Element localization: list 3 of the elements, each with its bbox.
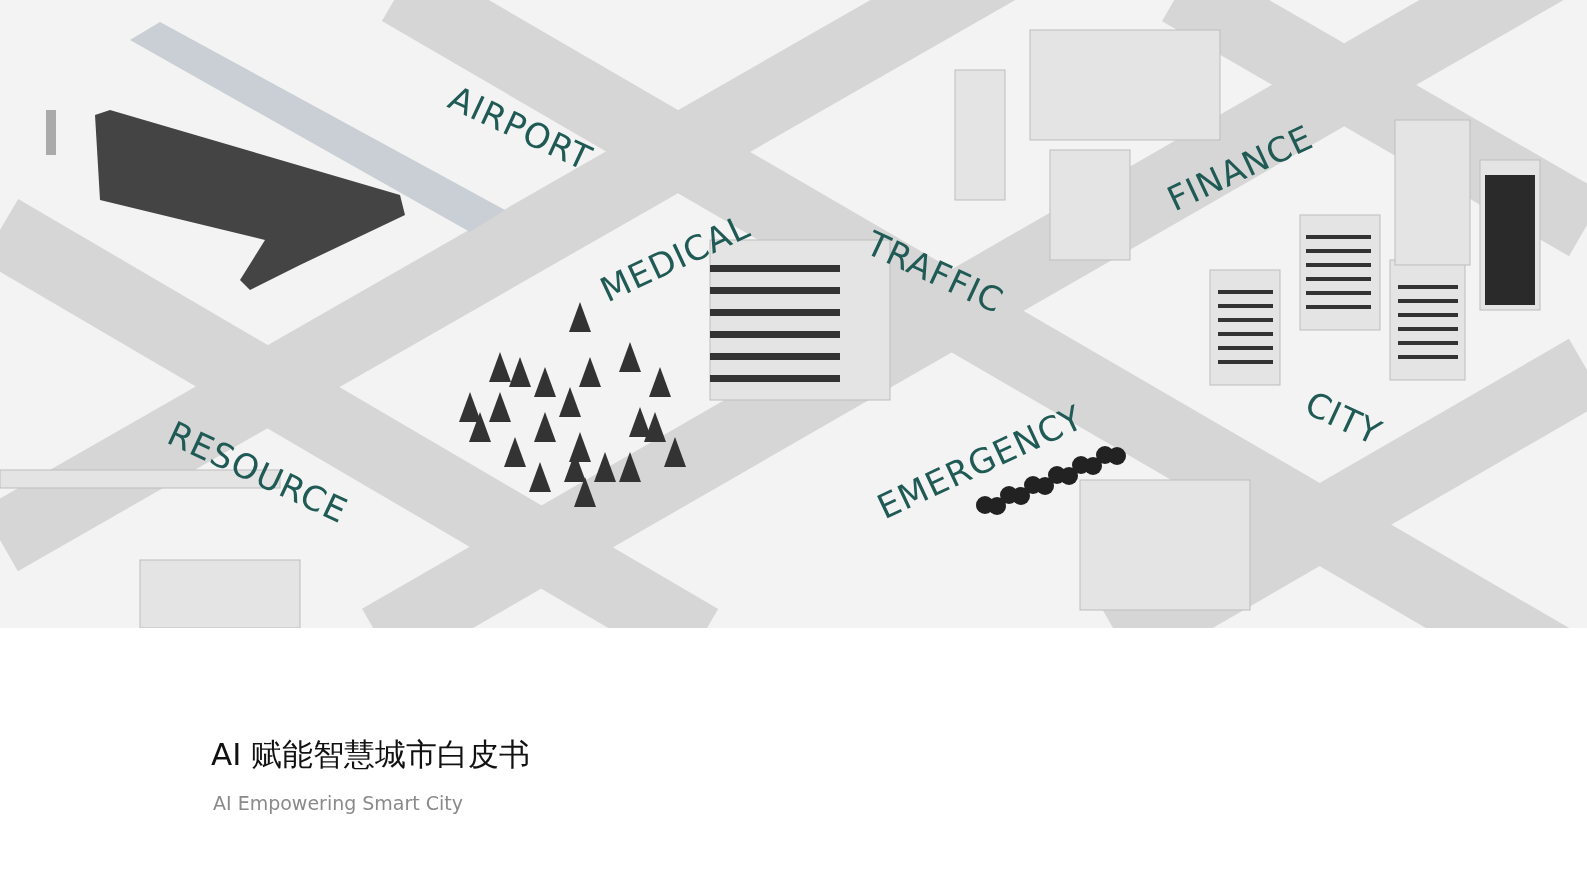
district-label: CITY (1298, 383, 1388, 453)
subtitle: AI Empowering Smart City (213, 792, 464, 814)
title: AI 赋能智慧城市白皮书 (211, 735, 531, 774)
